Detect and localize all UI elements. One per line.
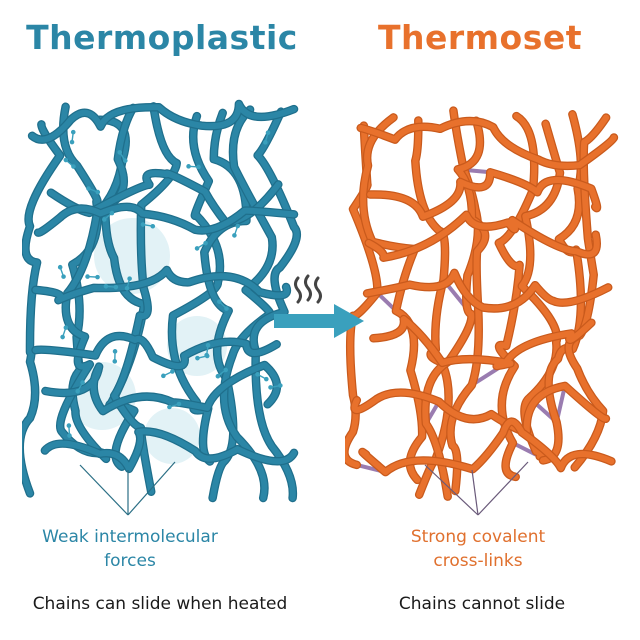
annotation-line: forces	[104, 551, 156, 571]
annotation-line: Weak intermolecular	[42, 527, 218, 547]
double-arrow-icon	[186, 164, 201, 170]
double-arrow-icon	[140, 222, 156, 229]
thermoset-caption: Chains cannot slide	[398, 594, 566, 614]
polymer-chain	[359, 418, 615, 476]
polymer-chain	[447, 117, 488, 494]
thermoset-chains-svg	[345, 106, 619, 501]
polymer-chain	[357, 118, 617, 169]
double-arrow-icon	[217, 299, 229, 311]
double-arrow-icon	[103, 283, 119, 290]
thermoplastic-chain-diagram	[22, 96, 302, 506]
double-arrow-icon	[255, 372, 269, 382]
polymer-chain	[32, 267, 290, 304]
polymer-chain	[42, 362, 280, 415]
double-arrow-icon	[69, 129, 76, 145]
polymer-chain	[351, 382, 609, 435]
polymer-chain	[365, 211, 600, 261]
thermoplastic-title: Thermoplastic	[26, 18, 298, 57]
polymer-chain	[364, 269, 612, 312]
right-arrow-icon	[274, 304, 364, 338]
double-arrow-icon	[60, 325, 69, 340]
double-arrow-icon	[194, 240, 208, 251]
heat-waves-icon	[294, 274, 322, 304]
polymer-chain	[360, 114, 426, 483]
polymer-chain	[540, 111, 584, 464]
polymer-chain	[41, 428, 297, 472]
weak-forces-annotation: Weak intermolecular forces	[0, 525, 260, 573]
polymer-chain	[22, 121, 64, 497]
double-arrow-icon	[232, 223, 241, 238]
thermoplastic-chains-svg	[22, 99, 302, 503]
polymer-chain	[412, 117, 452, 498]
crosslinks-annotation: Strong covalent cross-links	[348, 525, 608, 573]
polymer-chain	[221, 106, 276, 501]
annotation-line: cross-links	[433, 551, 523, 571]
polymer-chain	[102, 104, 148, 470]
polymer-chain	[111, 103, 180, 495]
double-arrow-icon	[268, 383, 283, 390]
polymer-chain	[370, 316, 595, 370]
double-arrow-icon	[117, 150, 128, 163]
thermoset-title: Thermoset	[377, 18, 582, 57]
thermoplastic-caption: Chains can slide when heated	[32, 594, 288, 614]
polymer-chain	[250, 108, 300, 501]
double-arrow-icon	[86, 186, 101, 195]
double-arrow-icon	[75, 380, 85, 394]
double-arrow-icon	[85, 274, 100, 280]
heating-transition	[268, 270, 368, 350]
thermoset-chain-diagram	[345, 96, 625, 506]
double-arrow-icon	[161, 369, 175, 379]
double-arrow-icon	[63, 157, 76, 169]
annotation-line: Strong covalent	[410, 527, 546, 547]
polymer-chain	[29, 101, 297, 143]
double-arrow-icon	[112, 349, 118, 364]
double-arrow-icon	[66, 423, 72, 438]
double-arrow-icon	[57, 264, 66, 279]
double-arrow-icon	[263, 130, 271, 145]
polymer-chain	[35, 203, 297, 236]
polymer-chain	[32, 333, 280, 370]
double-arrow-icon	[195, 353, 210, 361]
double-arrow-icon	[215, 367, 228, 379]
double-arrow-icon	[101, 210, 115, 222]
polymer-chain	[367, 169, 601, 220]
double-arrow-icon	[167, 401, 182, 410]
polymer-chain	[565, 114, 610, 471]
double-arrow-icon	[124, 276, 132, 291]
